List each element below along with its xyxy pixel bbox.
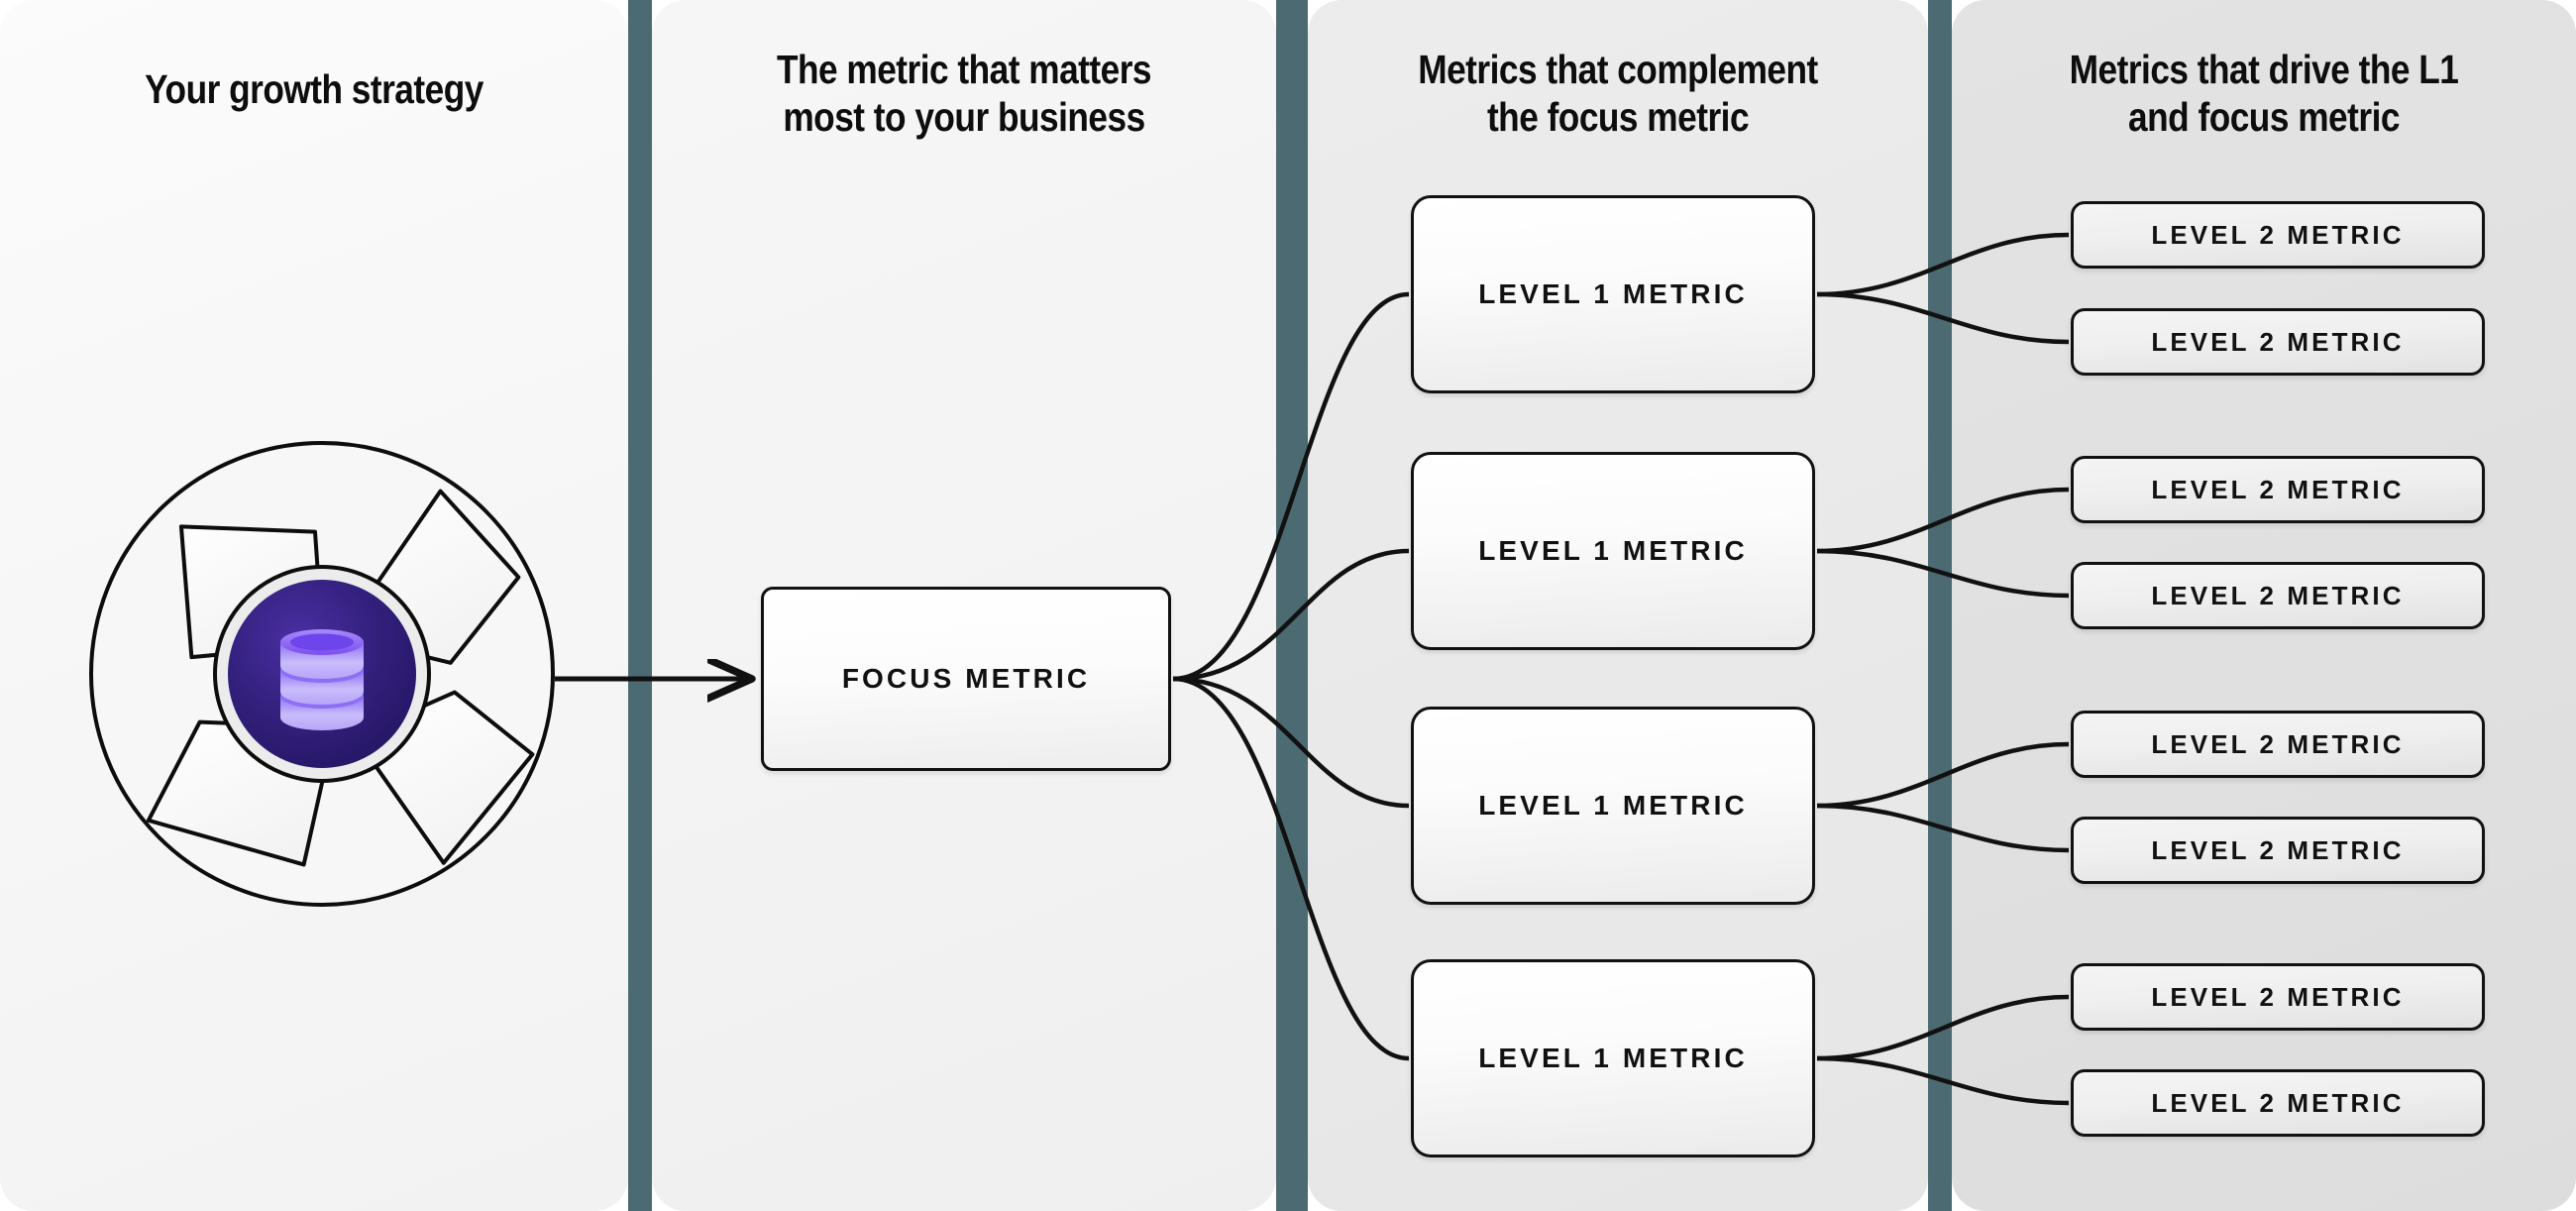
node-level-2-metric-5[interactable]: LEVEL 2 METRIC — [2071, 711, 2485, 778]
node-level-2-metric-7[interactable]: LEVEL 2 METRIC — [2071, 963, 2485, 1031]
panel-growth-strategy — [0, 0, 628, 1211]
column-divider-3 — [1928, 0, 1952, 1211]
node-level-2-metric-3-label: LEVEL 2 METRIC — [2151, 474, 2405, 504]
node-level-1-metric-3[interactable]: LEVEL 1 METRIC — [1411, 707, 1815, 905]
node-level-2-metric-2[interactable]: LEVEL 2 METRIC — [2071, 308, 2485, 376]
node-level-2-metric-6-label: LEVEL 2 METRIC — [2151, 834, 2405, 865]
node-level-2-metric-1[interactable]: LEVEL 2 METRIC — [2071, 201, 2485, 269]
node-focus-metric-label: FOCUS METRIC — [841, 663, 1091, 694]
node-level-2-metric-3[interactable]: LEVEL 2 METRIC — [2071, 456, 2485, 523]
node-level-2-metric-6[interactable]: LEVEL 2 METRIC — [2071, 817, 2485, 884]
node-level-1-metric-1-label: LEVEL 1 METRIC — [1478, 278, 1748, 309]
column-heading-level-2-metrics: Metrics that drive the L1 and focus metr… — [2069, 47, 2459, 140]
column-divider-1 — [628, 0, 652, 1211]
column-heading-level-1-metrics: Metrics that complement the focus metric — [1418, 47, 1818, 140]
column-divider-2 — [1276, 0, 1308, 1211]
node-level-1-metric-2[interactable]: LEVEL 1 METRIC — [1411, 452, 1815, 650]
node-level-2-metric-2-label: LEVEL 2 METRIC — [2151, 326, 2405, 357]
node-level-1-metric-4-label: LEVEL 1 METRIC — [1478, 1043, 1748, 1073]
node-level-2-metric-8-label: LEVEL 2 METRIC — [2151, 1087, 2405, 1118]
node-focus-metric[interactable]: FOCUS METRIC — [761, 587, 1171, 771]
column-heading-focus-metric: The metric that matters most to your bus… — [776, 47, 1152, 140]
node-level-1-metric-2-label: LEVEL 1 METRIC — [1478, 535, 1748, 566]
node-level-2-metric-1-label: LEVEL 2 METRIC — [2151, 219, 2405, 250]
node-level-1-metric-1[interactable]: LEVEL 1 METRIC — [1411, 195, 1815, 393]
node-level-2-metric-4-label: LEVEL 2 METRIC — [2151, 580, 2405, 610]
node-level-1-metric-4[interactable]: LEVEL 1 METRIC — [1411, 959, 1815, 1157]
node-level-1-metric-3-label: LEVEL 1 METRIC — [1478, 790, 1748, 821]
column-heading-growth-strategy: Your growth strategy — [145, 66, 483, 112]
node-level-2-metric-8[interactable]: LEVEL 2 METRIC — [2071, 1069, 2485, 1137]
node-level-2-metric-5-label: LEVEL 2 METRIC — [2151, 728, 2405, 759]
node-level-2-metric-7-label: LEVEL 2 METRIC — [2151, 981, 2405, 1012]
node-level-2-metric-4[interactable]: LEVEL 2 METRIC — [2071, 562, 2485, 629]
